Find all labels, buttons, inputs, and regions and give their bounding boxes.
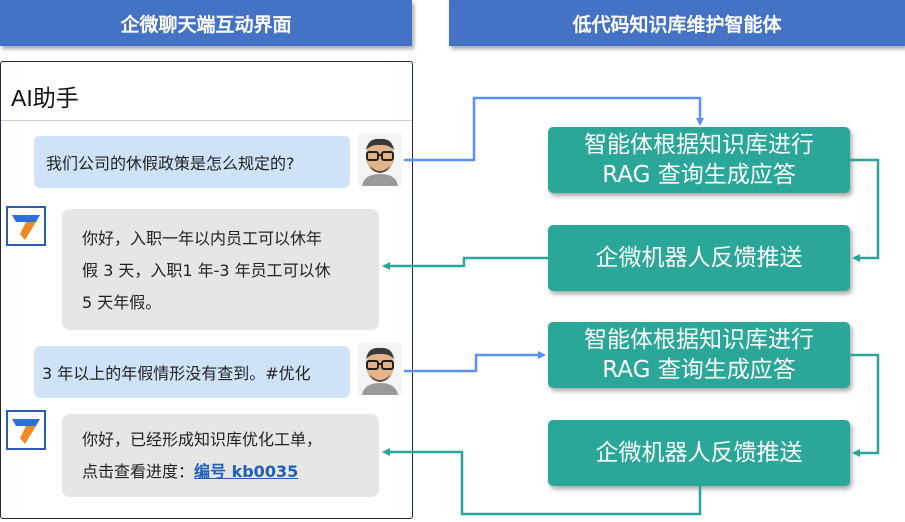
push-feedback-box-2-label: 企微机器人反馈推送 [596, 438, 803, 468]
chat-title-divider [1, 120, 412, 121]
bot-message-1-line-2: 假 3 天，入职1 年-3 年员工可以休 [82, 255, 361, 287]
bot-message-2: 你好，已经形成知识库优化工单， 点击查看进度：编号 kb0035 [62, 414, 379, 497]
rag-query-box-1-line-1: 智能体根据知识库进行 [584, 130, 814, 160]
bot-message-2-line-1: 你好，已经形成知识库优化工单， [82, 424, 361, 456]
ticket-link[interactable]: 编号 kb0035 [194, 462, 298, 481]
push-feedback-box-2: 企微机器人反馈推送 [548, 420, 850, 486]
bot-message-2-prefix: 点击查看进度： [82, 462, 194, 481]
rag-query-box-1: 智能体根据知识库进行 RAG 查询生成应答 [548, 127, 850, 193]
arrow-rag-1-to-push-1 [850, 160, 878, 258]
rag-query-box-2: 智能体根据知识库进行 RAG 查询生成应答 [548, 322, 850, 388]
bot-message-1: 你好，入职一年以内员工可以休年 假 3 天，入职1 年-3 年员工可以休 5 天… [62, 209, 379, 330]
arrow-rag-2-to-push-2 [850, 355, 878, 453]
user-message-1-text: 我们公司的休假政策是怎么规定的? [46, 150, 295, 174]
user-avatar-icon [358, 134, 402, 186]
rag-query-box-1-line-2: RAG 查询生成应答 [602, 160, 796, 190]
header-knowledge-agent: 低代码知识库维护智能体 [449, 0, 905, 46]
bot-message-1-line-3: 5 天年假。 [82, 287, 361, 319]
push-feedback-box-1-label: 企微机器人反馈推送 [596, 243, 803, 273]
rag-query-box-2-line-2: RAG 查询生成应答 [602, 355, 796, 385]
chat-title: AI助手 [11, 79, 79, 113]
rag-query-box-2-line-1: 智能体根据知识库进行 [584, 325, 814, 355]
arrow-user-2-to-rag-2 [404, 355, 544, 371]
header-right-label: 低代码知识库维护智能体 [572, 10, 781, 37]
bot-logo-icon [6, 410, 46, 450]
bot-logo-icon [6, 206, 46, 246]
user-message-2: 3 年以上的年假情形没有查到。#优化 [34, 346, 350, 398]
user-message-1: 我们公司的休假政策是怎么规定的? [34, 136, 350, 188]
push-feedback-box-1: 企微机器人反馈推送 [548, 225, 850, 291]
bot-message-2-line-2: 点击查看进度：编号 kb0035 [82, 456, 361, 488]
user-message-2-text: 3 年以上的年假情形没有查到。#优化 [42, 360, 311, 384]
header-left-label: 企微聊天端互动界面 [120, 10, 291, 37]
bot-message-1-line-1: 你好，入职一年以内员工可以休年 [82, 223, 361, 255]
header-chat-interface: 企微聊天端互动界面 [0, 0, 412, 46]
user-avatar-icon [358, 343, 402, 395]
